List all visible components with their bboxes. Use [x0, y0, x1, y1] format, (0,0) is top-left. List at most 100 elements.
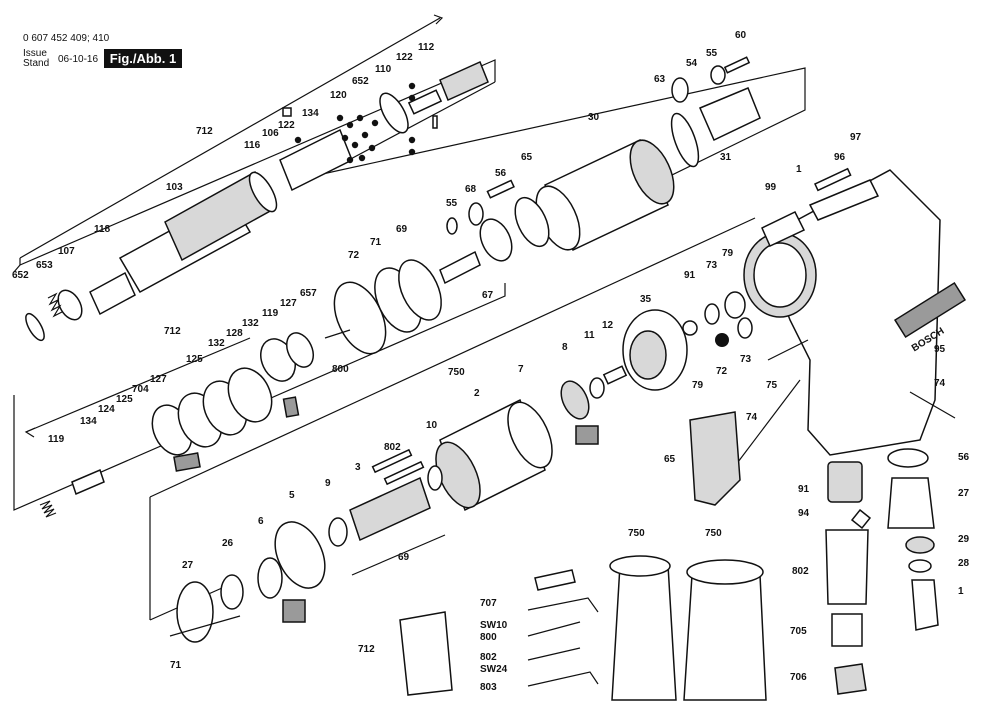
callout-label: 94	[798, 508, 810, 519]
callout-label: SW24	[480, 664, 508, 675]
callout-label: 122	[396, 52, 413, 63]
callout-label: 71	[170, 660, 182, 671]
callout-label: 73	[706, 260, 718, 271]
callout-label: 95	[934, 344, 946, 355]
callout-label: 69	[398, 552, 410, 563]
callout-label: 128	[226, 328, 243, 339]
callout-label: 56	[958, 452, 970, 463]
callout-label: 802	[792, 566, 809, 577]
callout-label: 127	[280, 298, 297, 309]
callout-label: 55	[706, 48, 718, 59]
callout-label: 750	[705, 528, 722, 539]
callout-label: 27	[958, 488, 970, 499]
callout-label: 707	[480, 598, 497, 609]
callout-label: 116	[244, 140, 261, 151]
callout-label: 107	[58, 246, 75, 257]
callout-label: 69	[396, 224, 408, 235]
gear-set	[439, 56, 761, 285]
callout-label: 705	[790, 626, 807, 637]
callout-label: 652	[352, 76, 369, 87]
callout-label: 5	[289, 490, 295, 501]
callout-label: 2	[474, 388, 480, 399]
fittings	[689, 411, 939, 695]
callout-label: 65	[521, 152, 533, 163]
callout-label: 712	[358, 644, 375, 655]
callout-label: 118	[94, 224, 111, 235]
callout-label: 119	[262, 308, 279, 319]
seal-rings	[324, 259, 442, 355]
callout-label: 112	[418, 42, 435, 53]
callout-label: 91	[684, 270, 696, 281]
callout-label: 132	[242, 318, 259, 329]
callout-label: 63	[654, 74, 666, 85]
callout-label: 706	[790, 672, 807, 683]
callout-label: 652	[12, 270, 29, 281]
callout-label: 103	[166, 182, 183, 193]
callout-label: 800	[332, 364, 349, 375]
callout-label: 56	[495, 168, 507, 179]
callout-label: 73	[740, 354, 752, 365]
callout-label: 110	[375, 64, 392, 75]
callout-label: 750	[448, 367, 465, 378]
callout-label: 125	[186, 354, 203, 365]
callout-label: 12	[602, 320, 614, 331]
callout-label: 704	[132, 384, 149, 395]
issue-date: 06-10-16	[58, 54, 99, 65]
callout-label: 71	[370, 237, 382, 248]
callout-label: 1	[796, 164, 802, 175]
callout-label: 97	[850, 132, 862, 143]
callout-label: 124	[98, 404, 115, 415]
issue-label: Issue	[23, 48, 47, 59]
callout-label: 119	[48, 434, 65, 445]
callout-label: 134	[80, 416, 97, 427]
document-number: 0 607 452 409; 410	[23, 33, 110, 44]
callout-label: 72	[716, 366, 728, 377]
callout-label: 802	[480, 652, 497, 663]
callout-label: 31	[720, 152, 732, 163]
callout-label: 29	[958, 534, 970, 545]
callout-label: 106	[262, 128, 279, 139]
callout-label: 68	[465, 184, 477, 195]
callout-label: 74	[934, 378, 946, 389]
callout-label: 67	[482, 290, 494, 301]
callout-label: 60	[735, 30, 747, 41]
callout-label: 79	[692, 380, 704, 391]
callout-label: 7	[518, 364, 524, 375]
callout-label: 803	[480, 682, 497, 693]
callout-label: 134	[302, 108, 319, 119]
callout-label: 125	[116, 394, 133, 405]
callout-label: 802	[384, 442, 401, 453]
callout-label: 657	[300, 288, 317, 299]
callout-label: 127	[150, 374, 167, 385]
callout-label: 27	[182, 560, 194, 571]
callout-label: 653	[36, 260, 53, 271]
callout-label: 6	[258, 516, 264, 527]
callout-label: 712	[196, 126, 213, 137]
callout-label: 35	[640, 294, 652, 305]
callout-label: SW10	[480, 620, 508, 631]
callout-label: 65	[664, 454, 676, 465]
tool-housing: BOSCH	[743, 167, 967, 456]
handles-and-keys	[399, 555, 767, 701]
callout-label: 74	[746, 412, 758, 423]
callout-label: 132	[208, 338, 225, 349]
callout-label: 96	[834, 152, 846, 163]
callout-label: 3	[355, 462, 361, 473]
callout-label: 1	[958, 586, 964, 597]
callout-label: 9	[325, 478, 331, 489]
callout-label: 75	[766, 380, 778, 391]
callout-label: 79	[722, 248, 734, 259]
callout-label: 99	[765, 182, 777, 193]
figure-label: Fig./Abb. 1	[104, 49, 182, 68]
callout-label: 800	[480, 632, 497, 643]
spring-stack	[39, 332, 315, 518]
callout-label: 26	[222, 538, 234, 549]
callout-label: 10	[426, 420, 438, 431]
callout-label: 11	[584, 330, 595, 341]
callout-label: 712	[164, 326, 181, 337]
callout-label: 72	[348, 250, 360, 261]
callout-label: 120	[330, 90, 347, 101]
callout-label: 750	[628, 528, 645, 539]
